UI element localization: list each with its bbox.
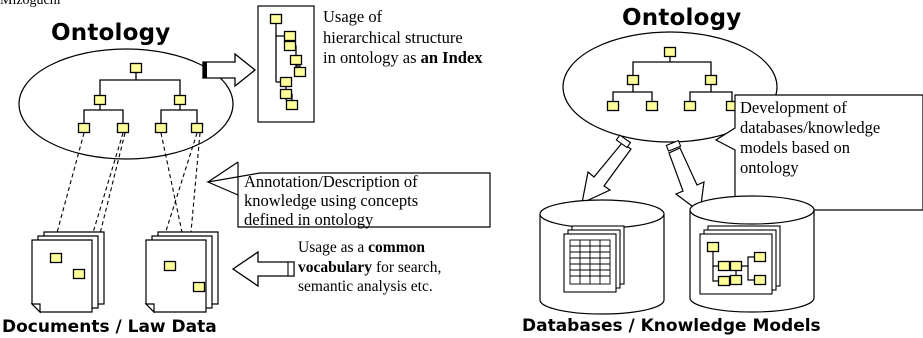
left-ontology-tree — [77, 62, 204, 134]
development-text: Development of databases/knowledge model… — [740, 98, 881, 177]
document-stack-left — [30, 231, 105, 314]
table-icon — [569, 239, 611, 285]
development-callout — [714, 94, 923, 211]
document-stack-right — [144, 231, 219, 314]
vocab-post2: semantic analysis etc. — [298, 278, 433, 295]
db-arrow-right — [665, 139, 705, 214]
index-usage-pre: Usage of hierarchical structure in ontol… — [323, 7, 463, 67]
index-panel — [257, 5, 315, 123]
vocab-bold-vocabulary: vocabulary — [298, 258, 373, 276]
right-ontology-ellipse — [562, 31, 778, 143]
right-bottom-label: Databases / Knowledge Models — [522, 316, 821, 336]
author-label: Mizoguchi — [0, 0, 61, 8]
db-arrow-left — [581, 134, 632, 205]
left-ontology-ellipse — [18, 48, 234, 160]
annotation-callout — [205, 161, 491, 228]
annotation-text: Annotation/Description of knowledge usin… — [244, 172, 419, 229]
right-ontology-tree — [606, 46, 739, 112]
index-usage-bold: an Index — [420, 48, 483, 67]
left-bottom-label: Documents / Law Data — [2, 317, 217, 337]
right-ontology-title: Ontology — [622, 5, 742, 31]
index-usage-text: Usage of hierarchical structure in ontol… — [323, 7, 483, 69]
database-cylinder-right — [689, 195, 815, 313]
index-arrow — [202, 52, 257, 88]
vocab-pre: Usage as a — [298, 239, 369, 256]
vocab-post1: for search, — [372, 258, 442, 276]
database-cylinder-left — [539, 199, 665, 315]
vocabulary-text: Usage as a common vocabulary for search, s… — [298, 238, 441, 297]
vocabulary-arrow — [231, 250, 295, 288]
left-ontology-title: Ontology — [51, 20, 171, 46]
vocab-bold-common: common — [368, 239, 425, 256]
